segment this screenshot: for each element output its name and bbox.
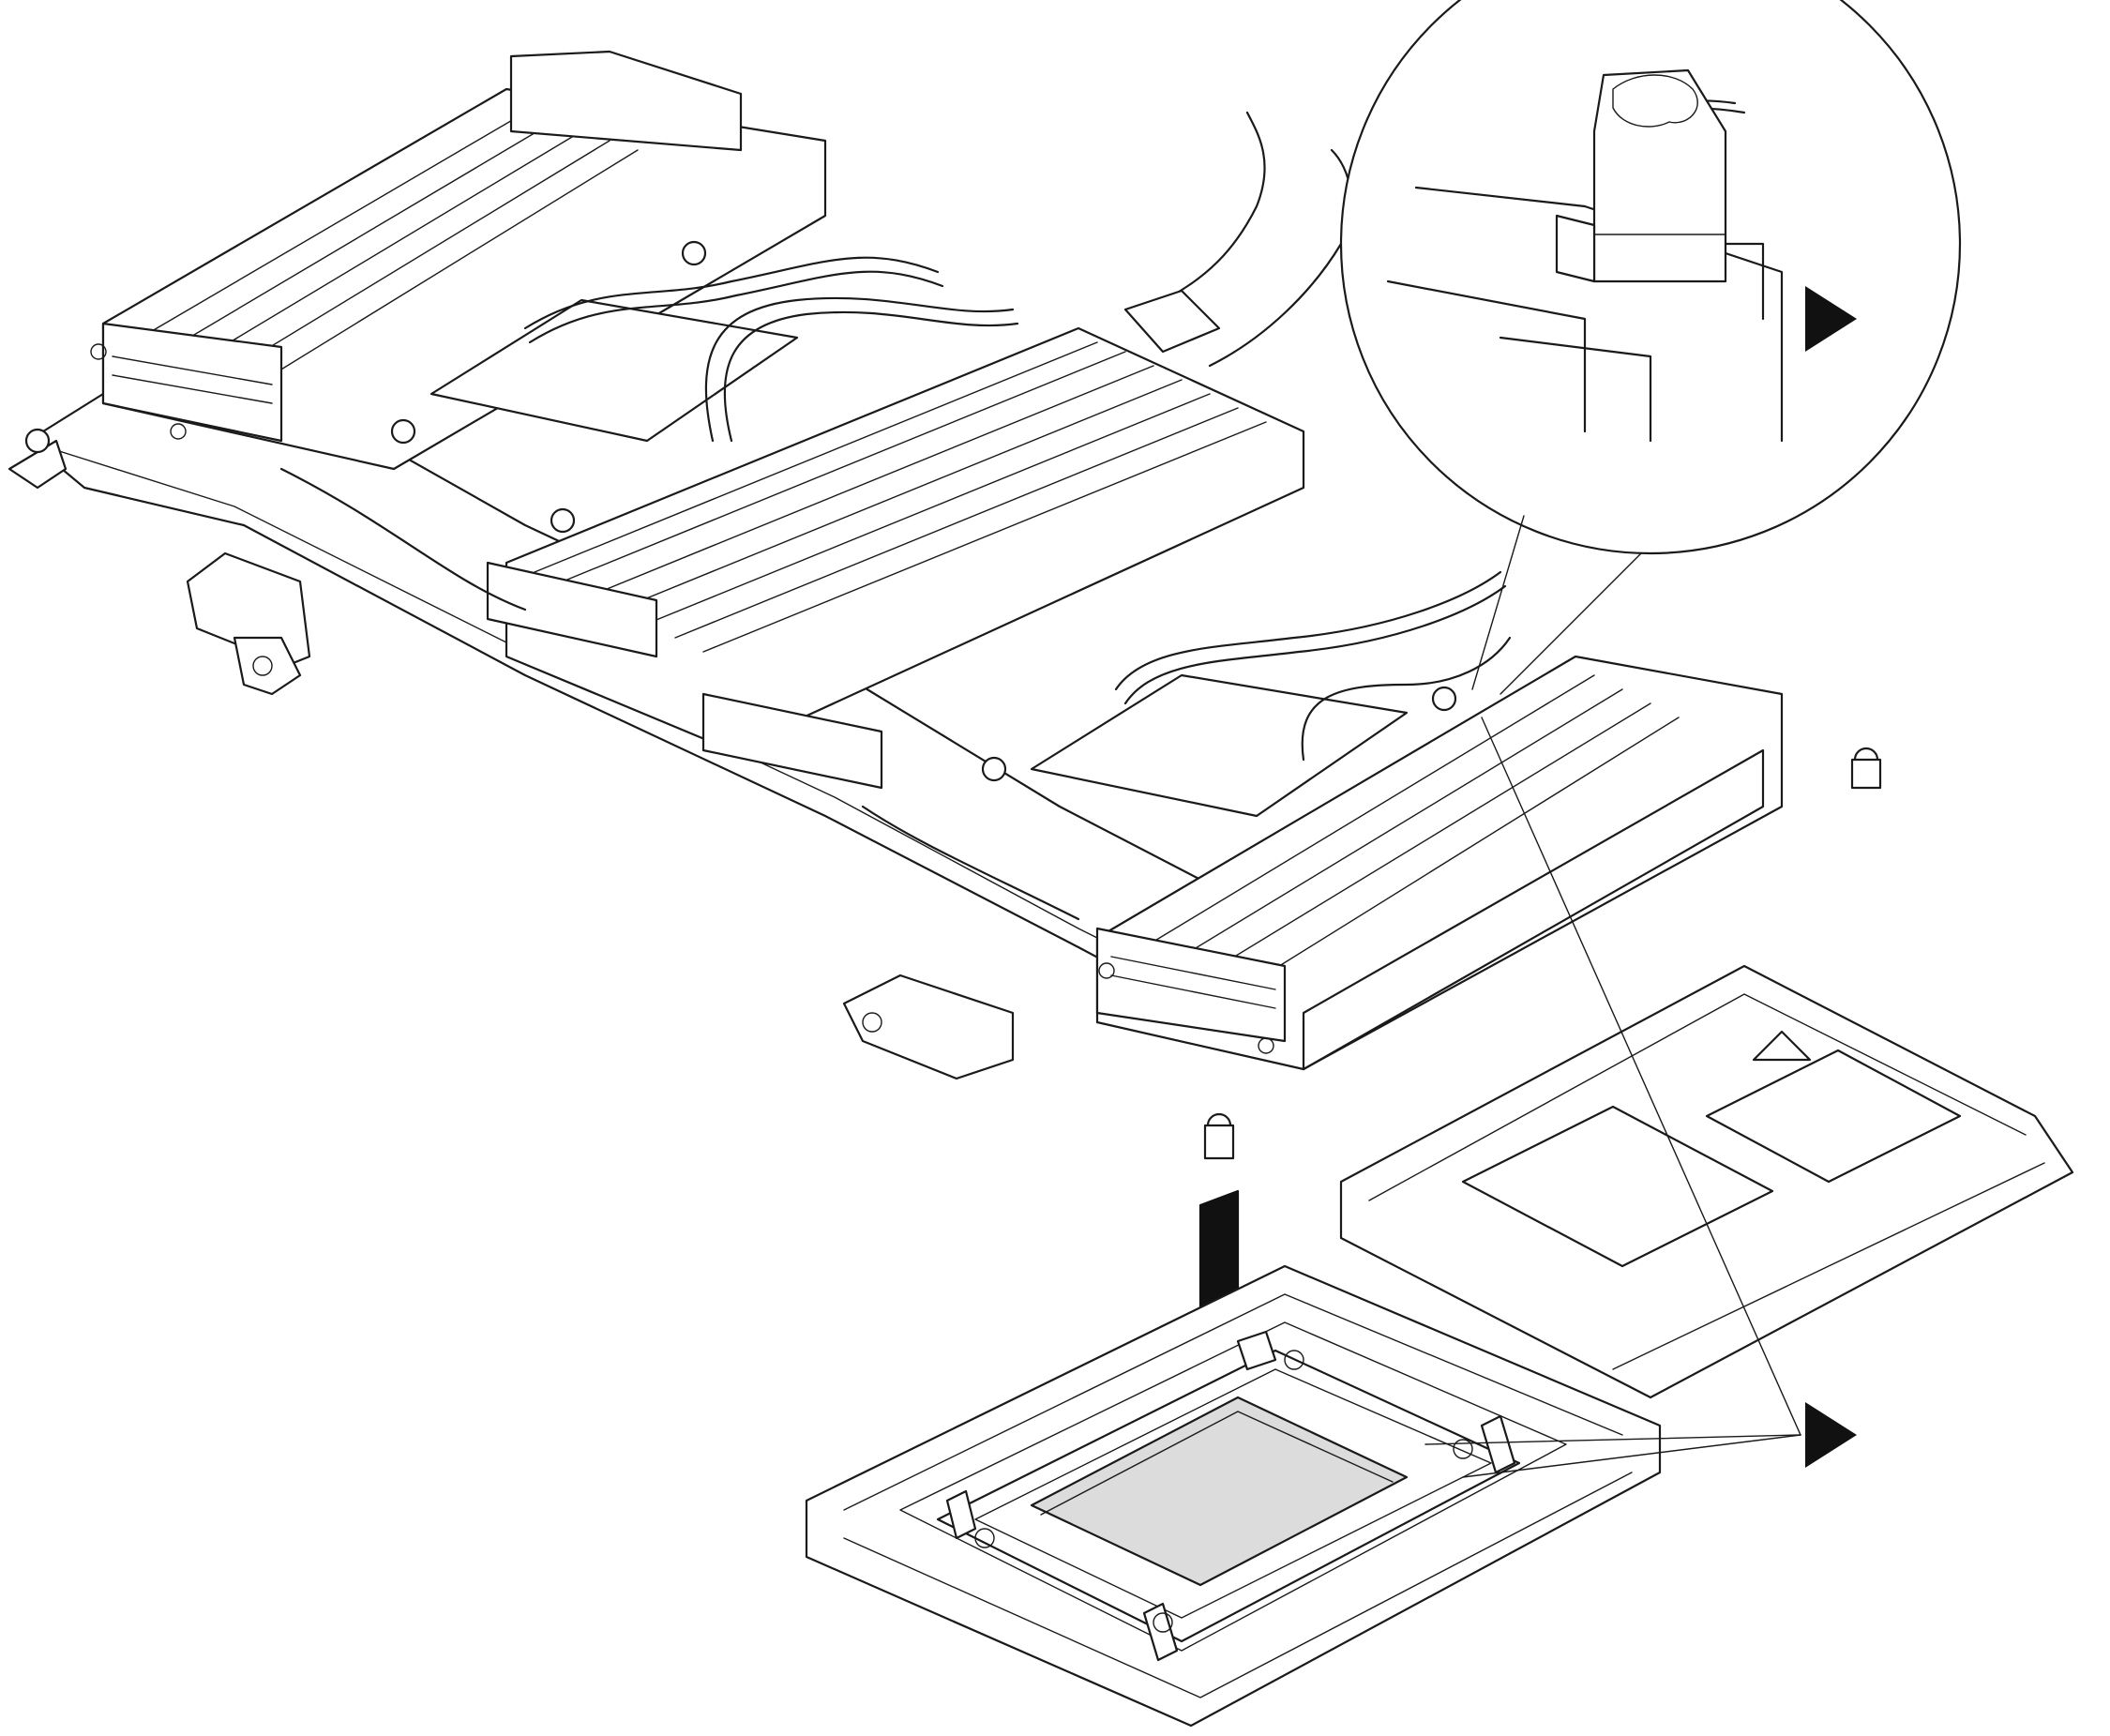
heatsink-upper: [430, 298, 799, 443]
rail-hose: [279, 467, 527, 611]
tray-leader-1: [1481, 717, 1801, 1436]
processor-tray: [805, 717, 2074, 1728]
zoom-marker: [1805, 286, 1857, 352]
cold-plate-left: [90, 50, 827, 471]
zoom-callout: [1339, 0, 1962, 695]
coolant-hose-4: [1301, 636, 1512, 762]
hose-connector: [1123, 289, 1221, 354]
processor: [1030, 1396, 1409, 1587]
coolant-hose-3: [1114, 570, 1502, 691]
frame-foot-bottom: [842, 974, 1015, 1080]
cold-plate-right: [1095, 655, 1784, 1071]
coolant-hose-2: [704, 296, 1015, 443]
supply-hose: [1142, 111, 1266, 311]
tray-marker: [1805, 1402, 1857, 1468]
cold-plate-assembly: [8, 50, 1882, 1160]
coolant-hose-1: [523, 256, 940, 330]
tray-leader-2: [1424, 1434, 1801, 1445]
cold-plate-middle: [486, 326, 1305, 790]
tray-leader-3: [1462, 1434, 1801, 1478]
